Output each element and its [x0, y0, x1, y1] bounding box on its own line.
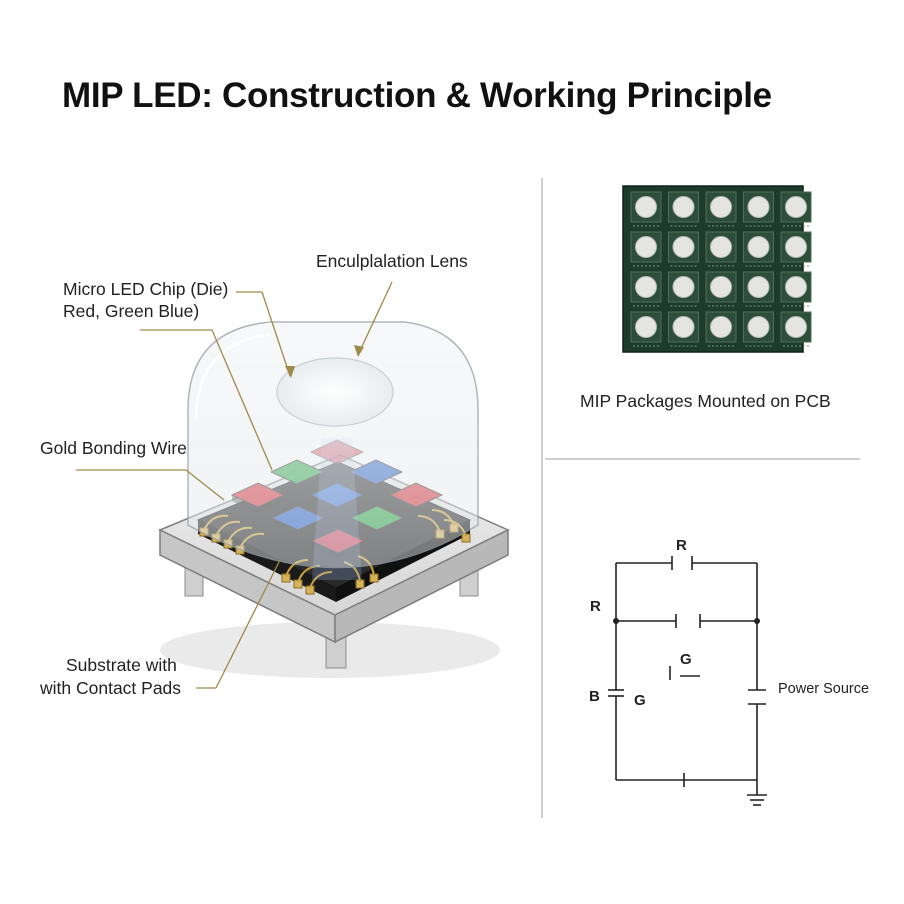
circuit-label-g-mid: G [680, 651, 692, 668]
mip-package-lens [710, 316, 732, 338]
mip-package-lens [672, 276, 695, 298]
label-micro-led-chip: Micro LED Chip (Die) [63, 279, 229, 299]
circuit-label-b: B [589, 688, 600, 705]
mip-package-lens [747, 236, 770, 258]
mip-package-lens [710, 196, 732, 218]
circuit-label-r-left: R [590, 598, 601, 615]
vertical-divider [541, 178, 543, 818]
circuit-label-power-source: Power Source [778, 681, 869, 697]
label-encapsulation-lens: Enculplalation Lens [316, 251, 468, 271]
label-contact-pads: with Contact Pads [40, 678, 182, 698]
label-chip-colors: Red, Green Blue) [63, 301, 200, 321]
junction-dot [613, 618, 619, 624]
label-gold-bonding-wire: Gold Bonding Wire [40, 438, 187, 458]
circuit-label-g-low: G [634, 692, 646, 709]
mip-package-lens [710, 236, 732, 258]
mip-package-lens [747, 196, 770, 218]
label-substrate: Substrate with [66, 655, 177, 675]
mip-package-lens [747, 276, 770, 298]
mip-package-lens [635, 236, 657, 258]
mip-package-lens [710, 276, 732, 298]
mip-package-lens [785, 276, 807, 298]
mip-package-lens [747, 316, 770, 338]
mip-package-lens [672, 196, 695, 218]
substrate-side-right [334, 528, 509, 644]
horizontal-divider [545, 458, 860, 460]
mip-package-lens [635, 316, 657, 338]
circuit-wires [608, 556, 767, 806]
encapsulation-dome [187, 321, 479, 569]
mip-package-lens [785, 316, 807, 338]
circuit-label-r-top: R [676, 537, 687, 554]
leader-lines [76, 281, 393, 689]
mip-package-lens [635, 196, 657, 218]
mip-package-lens [672, 316, 695, 338]
page-title: MIP LED: Construction & Working Principl… [62, 76, 772, 115]
mip-package-lens [635, 276, 657, 298]
pcb-caption: MIP Packages Mounted on PCB [580, 391, 831, 411]
mip-package-lens [672, 236, 695, 258]
mip-package-lens [785, 196, 807, 218]
junction-dot [754, 618, 760, 624]
lens-top [276, 357, 394, 427]
mip-package-lens [785, 236, 807, 258]
